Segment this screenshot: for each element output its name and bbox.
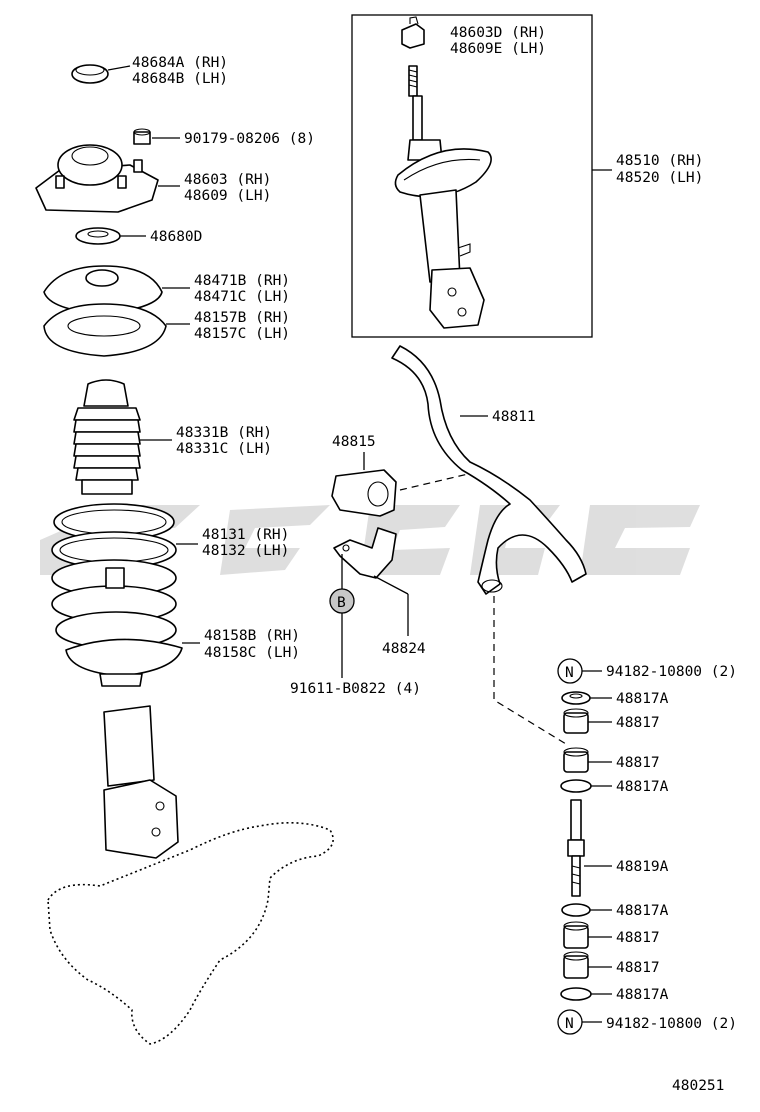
callout-48603D: 48603D (RH): [450, 25, 546, 41]
stabilizer-link-bolt-icon: [567, 799, 585, 897]
callout-48158C: 48158C (LH): [204, 645, 300, 661]
marker-n-top-label: N: [565, 665, 574, 681]
callout-48157B: 48157B (RH): [194, 310, 290, 326]
strut-nut-icon: [401, 16, 425, 49]
callout-48609E: 48609E (LH): [450, 41, 546, 57]
link-bushing-icon: [563, 708, 589, 734]
spring-seat-icon: [43, 265, 167, 357]
callout-48510: 48510 (RH): [616, 153, 703, 169]
callout-48817A-3: 48817A: [616, 903, 669, 919]
callout-48132: 48132 (LH): [202, 543, 289, 559]
shock-absorber-icon: [394, 65, 492, 329]
callout-48819A: 48819A: [616, 859, 669, 875]
callout-48680D: 48680D: [150, 229, 202, 245]
callout-48811: 48811: [492, 409, 536, 425]
link-bushing-icon: [563, 747, 589, 773]
diagram-number: 480251: [672, 1078, 724, 1094]
bearing-icon: [75, 227, 121, 245]
callout-48817-4: 48817: [616, 960, 660, 976]
callout-48824: 48824: [382, 641, 426, 657]
callout-48684B: 48684B (LH): [132, 71, 228, 87]
leader-line: [107, 65, 131, 71]
callout-48520: 48520 (LH): [616, 170, 703, 186]
marker-b-label: B: [337, 595, 346, 611]
coil-spring-icon: [51, 503, 177, 649]
callout-94182-top: 94182-10800 (2): [606, 664, 737, 680]
retainer-icon: [561, 903, 591, 917]
dashed-guide: [493, 596, 567, 745]
bushing-bracket-icon: [333, 527, 397, 579]
callout-48817A-2: 48817A: [616, 779, 669, 795]
callout-48157C: 48157C (LH): [194, 326, 290, 342]
link-bushing-icon: [563, 951, 589, 979]
link-stack: N: [557, 658, 592, 1035]
callout-48131: 48131 (RH): [202, 527, 289, 543]
callout-48684A: 48684A (RH): [132, 55, 228, 71]
lower-spring-seat-icon: [65, 567, 183, 687]
callout-48331B: 48331B (RH): [176, 425, 272, 441]
callout-48471C: 48471C (LH): [194, 289, 290, 305]
stabilizer-bushing-icon: [331, 469, 397, 517]
marker-n-bottom-label: N: [565, 1016, 574, 1032]
link-bushing-icon: [563, 921, 589, 949]
strut-assembly-frame: [351, 14, 593, 338]
callout-48817-3: 48817: [616, 930, 660, 946]
callout-48817-2: 48817: [616, 755, 660, 771]
mount-nut-icon: [133, 128, 151, 145]
stabilizer-bar-icon: [391, 345, 587, 595]
bellows-boot-icon: [73, 379, 141, 495]
callout-48817-1: 48817: [616, 715, 660, 731]
strut-mount-icon: [35, 144, 159, 213]
dust-cap-icon: [71, 64, 109, 84]
retainer-icon: [561, 691, 591, 705]
callout-48331C: 48331C (LH): [176, 441, 272, 457]
callout-48815: 48815: [332, 434, 376, 450]
callout-91611: 91611-B0822 (4): [290, 681, 421, 697]
callout-48817A-1: 48817A: [616, 691, 669, 707]
callout-48471B: 48471B (RH): [194, 273, 290, 289]
steering-knuckle-icon: [47, 705, 334, 1045]
callout-48609: 48609 (LH): [184, 188, 271, 204]
retainer-icon: [560, 987, 592, 1001]
callout-48817A-4: 48817A: [616, 987, 669, 1003]
callout-48603: 48603 (RH): [184, 172, 271, 188]
callout-90179: 90179-08206 (8): [184, 131, 315, 147]
dashed-guide: [399, 473, 469, 491]
retainer-icon: [560, 779, 592, 793]
callout-94182-bottom: 94182-10800 (2): [606, 1016, 737, 1032]
callout-48158B: 48158B (RH): [204, 628, 300, 644]
leader-line: [373, 575, 409, 595]
